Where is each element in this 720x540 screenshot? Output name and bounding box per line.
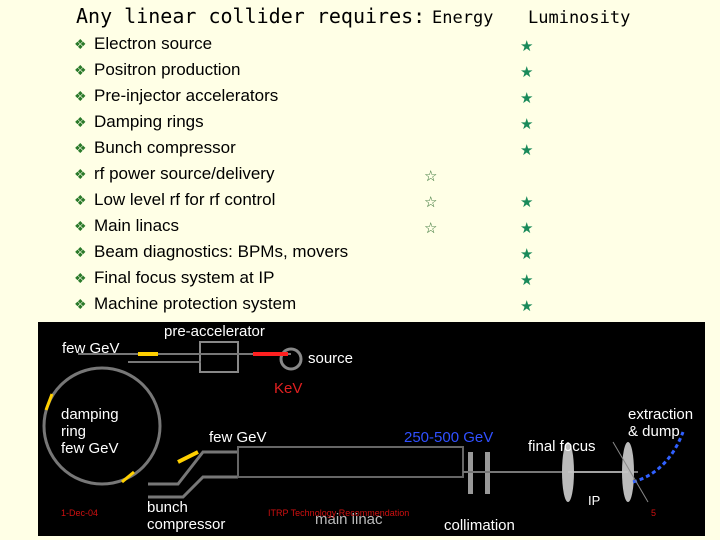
energy-column-header: Energy: [432, 8, 494, 28]
collider-schematic: [42, 341, 685, 503]
slide-title: Any linear collider requires:: [76, 4, 426, 28]
requirements-list: ❖ Electron source ❖ Positron production ❖ Pre…: [74, 31, 348, 317]
source-label: source: [308, 350, 354, 367]
star-filled-icon: ★: [520, 142, 534, 159]
energy-range-label: 250-500 GeV: [404, 429, 494, 446]
footer-center: ITRP Technology Recommendation: [268, 508, 410, 518]
diamond-bullet-icon: ❖: [74, 114, 87, 130]
main-linac-tube: [237, 446, 464, 478]
pre-accelerator-box: [199, 341, 239, 373]
main-linac-label: main linac: [315, 511, 383, 528]
requirement-item: ❖ Pre-injector accelerators: [74, 83, 348, 109]
star-outline-icon: ☆: [424, 194, 438, 211]
ring-arrow-top: [44, 393, 54, 411]
requirement-label: Beam diagnostics: BPMs, movers: [94, 242, 349, 261]
requirement-label: Damping rings: [94, 112, 204, 131]
requirement-label: Positron production: [94, 60, 241, 79]
star-filled-icon: ★: [520, 298, 534, 315]
ring-arrow-bottom: [121, 470, 135, 484]
requirement-label: Machine protection system: [94, 294, 297, 313]
collider-diagram: pre-accelerator few GeV source KeV dampi…: [38, 322, 705, 536]
pre-accelerator-label: pre-accelerator: [164, 323, 265, 340]
requirement-item: ❖ Damping rings: [74, 109, 348, 135]
star-outline-icon: ☆: [424, 220, 438, 237]
compressor-arrow: [177, 450, 199, 464]
final-focus-label: final focus: [528, 438, 596, 455]
requirement-item: ❖ Beam diagnostics: BPMs, movers: [74, 239, 348, 265]
star-filled-icon: ★: [520, 246, 534, 263]
star-filled-icon: ★: [520, 38, 534, 55]
diamond-bullet-icon: ❖: [74, 166, 87, 182]
footer-date: 1-Dec-04: [61, 508, 99, 518]
extraction-label: extraction & dump: [628, 406, 694, 440]
star-filled-icon: ★: [520, 194, 534, 211]
requirement-label: Pre-injector accelerators: [94, 86, 279, 105]
requirement-label: rf power source/delivery: [94, 164, 275, 183]
star-filled-icon: ★: [520, 272, 534, 289]
kev-label: KeV: [274, 380, 303, 397]
requirement-item: ❖ Machine protection system: [74, 291, 348, 317]
footer-page: 5: [651, 508, 657, 518]
damping-ring-shape: [42, 366, 162, 486]
few-gev-mid-label: few GeV: [209, 429, 267, 446]
luminosity-column-header: Luminosity: [528, 8, 631, 28]
requirement-item: ❖ Low level rf for rf control: [74, 187, 348, 213]
source-shape: [279, 347, 303, 371]
damping-ring-label: damping ring few GeV: [61, 406, 119, 457]
diamond-bullet-icon: ❖: [74, 270, 87, 286]
extraction-beam: [632, 431, 685, 484]
requirement-item: ❖ Final focus system at IP: [74, 265, 348, 291]
requirement-label: Main linacs: [94, 216, 180, 235]
collimation-label: collimation: [444, 517, 515, 534]
requirement-item: ❖ Positron production: [74, 57, 348, 83]
diamond-bullet-icon: ❖: [74, 244, 87, 260]
requirement-item: ❖ Electron source: [74, 31, 348, 57]
diamond-bullet-icon: ❖: [74, 192, 87, 208]
requirement-item: ❖ rf power source/delivery: [74, 161, 348, 187]
diamond-bullet-icon: ❖: [74, 296, 87, 312]
requirement-label: Low level rf for rf control: [94, 190, 276, 209]
requirement-item: ❖ Bunch compressor: [74, 135, 348, 161]
star-filled-icon: ★: [520, 64, 534, 81]
diamond-bullet-icon: ❖: [74, 62, 87, 78]
star-outline-icon: ☆: [424, 168, 438, 185]
diamond-bullet-icon: ❖: [74, 88, 87, 104]
diamond-bullet-icon: ❖: [74, 140, 87, 156]
requirement-label: Bunch compressor: [94, 138, 236, 157]
bunch-compressor-label: bunch compressor: [147, 499, 226, 533]
diamond-bullet-icon: ❖: [74, 218, 87, 234]
requirement-label: Final focus system at IP: [94, 268, 275, 287]
ip-label: IP: [588, 493, 601, 508]
star-filled-icon: ★: [520, 220, 534, 237]
requirement-label: Electron source: [94, 34, 213, 53]
star-filled-icon: ★: [520, 116, 534, 133]
requirement-item: ❖ Main linacs: [74, 213, 348, 239]
few-gev-top-label: few GeV: [62, 340, 120, 357]
diamond-bullet-icon: ❖: [74, 36, 87, 52]
star-filled-icon: ★: [520, 90, 534, 107]
